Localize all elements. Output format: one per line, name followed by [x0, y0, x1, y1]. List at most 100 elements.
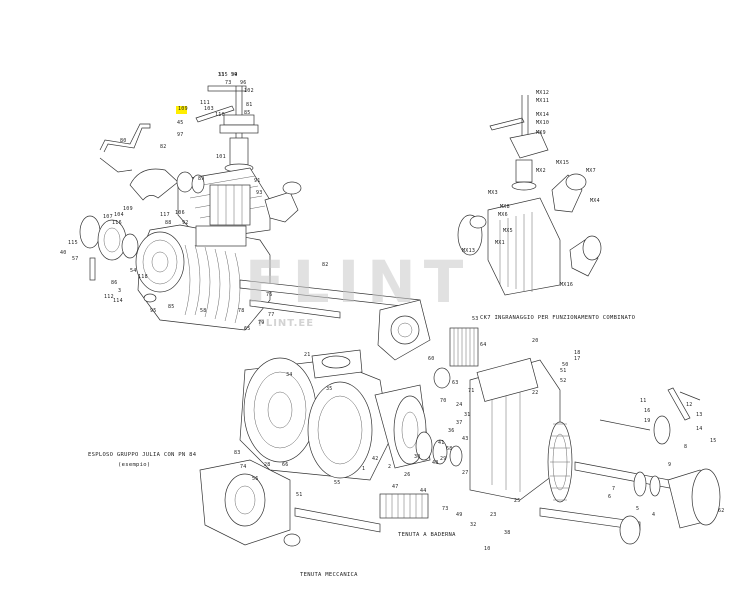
- part-number-label: 30: [414, 454, 421, 460]
- part-number-label: 58: [200, 308, 207, 314]
- part-number-label: 85: [244, 110, 251, 116]
- part-number-label: 65: [244, 326, 251, 332]
- valve-handle-top-left: [195, 85, 259, 173]
- part-number-label: 74: [240, 464, 247, 470]
- part-number-label: 2: [388, 464, 392, 470]
- part-number-label: 95: [150, 308, 157, 314]
- part-number-label: 25: [514, 498, 521, 504]
- part-number-label: 73: [442, 506, 449, 512]
- part-number-label: 22: [532, 390, 539, 396]
- part-number-label: 51: [296, 492, 303, 498]
- part-number-label: 112: [104, 294, 114, 300]
- part-number-label: 34: [286, 372, 293, 378]
- part-number-label: 42: [372, 456, 379, 462]
- part-number-label: 73: [225, 80, 232, 86]
- part-number-label: 80: [120, 138, 127, 144]
- part-number-label: MX1: [495, 240, 505, 246]
- part-number-label: MX13: [462, 248, 476, 254]
- part-number-label: 5: [636, 506, 640, 512]
- part-number-label: 70: [440, 398, 447, 404]
- part-number-label: 15: [710, 438, 717, 444]
- part-number-label: 50: [562, 362, 569, 368]
- part-number-label: 104: [114, 212, 124, 218]
- part-number-label: 101: [216, 154, 226, 160]
- part-number-label: 81: [246, 102, 253, 108]
- part-number-label: 114: [113, 298, 123, 304]
- pump-head-top-right: [457, 197, 561, 296]
- part-number-label: 109: [123, 206, 133, 212]
- part-number-label: 107: [103, 214, 113, 220]
- part-number-label: 56: [252, 476, 259, 482]
- part-number-label: 71: [468, 388, 475, 394]
- part-number-label: 118: [138, 274, 148, 280]
- part-number-label: 8: [684, 444, 688, 450]
- highlighted-part-number: 109: [178, 106, 188, 112]
- part-number-label: 51: [560, 368, 567, 374]
- part-number-label: 3: [118, 288, 122, 294]
- part-number-label: 103: [204, 106, 214, 112]
- gear-shaft-center: [433, 327, 479, 389]
- lower-shaft-right: [539, 507, 641, 545]
- caption-explode-title: ESPLOSO GRUPPO JULIA CON PN 84: [88, 452, 197, 458]
- seal-parts: [379, 431, 463, 519]
- elbow-right: [551, 173, 602, 277]
- side-cover-left: [79, 215, 157, 303]
- elbow-outlet-right: [264, 181, 302, 223]
- part-number-label: 94: [231, 72, 238, 78]
- part-number-label: 93: [256, 190, 263, 196]
- part-number-label: 45: [177, 120, 184, 126]
- part-number-label: 63: [452, 380, 459, 386]
- part-number-label: 19: [644, 418, 651, 424]
- part-number-label: 31: [464, 412, 471, 418]
- part-number-label: MX12: [536, 90, 550, 96]
- part-number-label: 68: [446, 446, 453, 452]
- caption-explode-sub: (esempio): [118, 462, 151, 468]
- part-number-label: 36: [448, 428, 455, 434]
- part-number-label: 28: [264, 462, 271, 468]
- gearbox-housing: [469, 357, 561, 501]
- part-number-label: 47: [392, 484, 399, 490]
- part-number-label: 13: [696, 412, 703, 418]
- part-number-label: 21: [304, 352, 311, 358]
- part-number-label: 39: [231, 72, 238, 78]
- part-number-label: 97: [177, 132, 184, 138]
- pump-housing-lower: [239, 349, 391, 481]
- part-number-label: 89: [198, 176, 205, 182]
- pump-body-main: [135, 224, 271, 331]
- part-number-label: 1: [362, 466, 366, 472]
- part-number-label: MX6: [498, 212, 508, 218]
- part-number-label: 77: [268, 312, 275, 318]
- part-number-label: 116: [112, 220, 122, 226]
- part-number-label: MX15: [556, 160, 570, 166]
- bell-cover: [667, 468, 721, 529]
- lever-right: [599, 387, 701, 445]
- caption-combined-drive: CK7 INGRANAGGIO PER FUNZIONAMENTO COMBIN…: [480, 315, 636, 321]
- part-number-label: 85: [168, 304, 175, 310]
- part-number-label: 83: [234, 450, 241, 456]
- part-number-label: 53: [472, 316, 479, 322]
- part-number-label: 23: [490, 512, 497, 518]
- part-number-label: MX8: [500, 204, 510, 210]
- part-number-label: 9: [668, 462, 672, 468]
- part-number-label: 92: [182, 220, 189, 226]
- part-number-label: 43: [462, 436, 469, 442]
- part-number-label: 79: [258, 320, 265, 326]
- watermark-site: FLINT.EE: [258, 318, 315, 329]
- part-number-label: 20: [532, 338, 539, 344]
- part-number-label: 24: [456, 402, 463, 408]
- part-number-label: 40: [60, 250, 67, 256]
- part-number-label: MX5: [503, 228, 513, 234]
- part-number-label: 91: [254, 178, 261, 184]
- caption-packing-seal: TENUTA A BADERNA: [398, 532, 456, 538]
- part-number-label: 4: [652, 512, 656, 518]
- part-number-label: 27: [462, 470, 469, 476]
- part-number-label: 55: [334, 480, 341, 486]
- part-number-label: 102: [244, 88, 254, 94]
- part-number-label: 106: [175, 210, 185, 216]
- part-number-label: 48: [432, 460, 439, 466]
- part-number-label: 62: [718, 508, 725, 514]
- part-number-label: 52: [560, 378, 567, 384]
- part-number-label: 38: [504, 530, 511, 536]
- part-number-label: MX4: [590, 198, 600, 204]
